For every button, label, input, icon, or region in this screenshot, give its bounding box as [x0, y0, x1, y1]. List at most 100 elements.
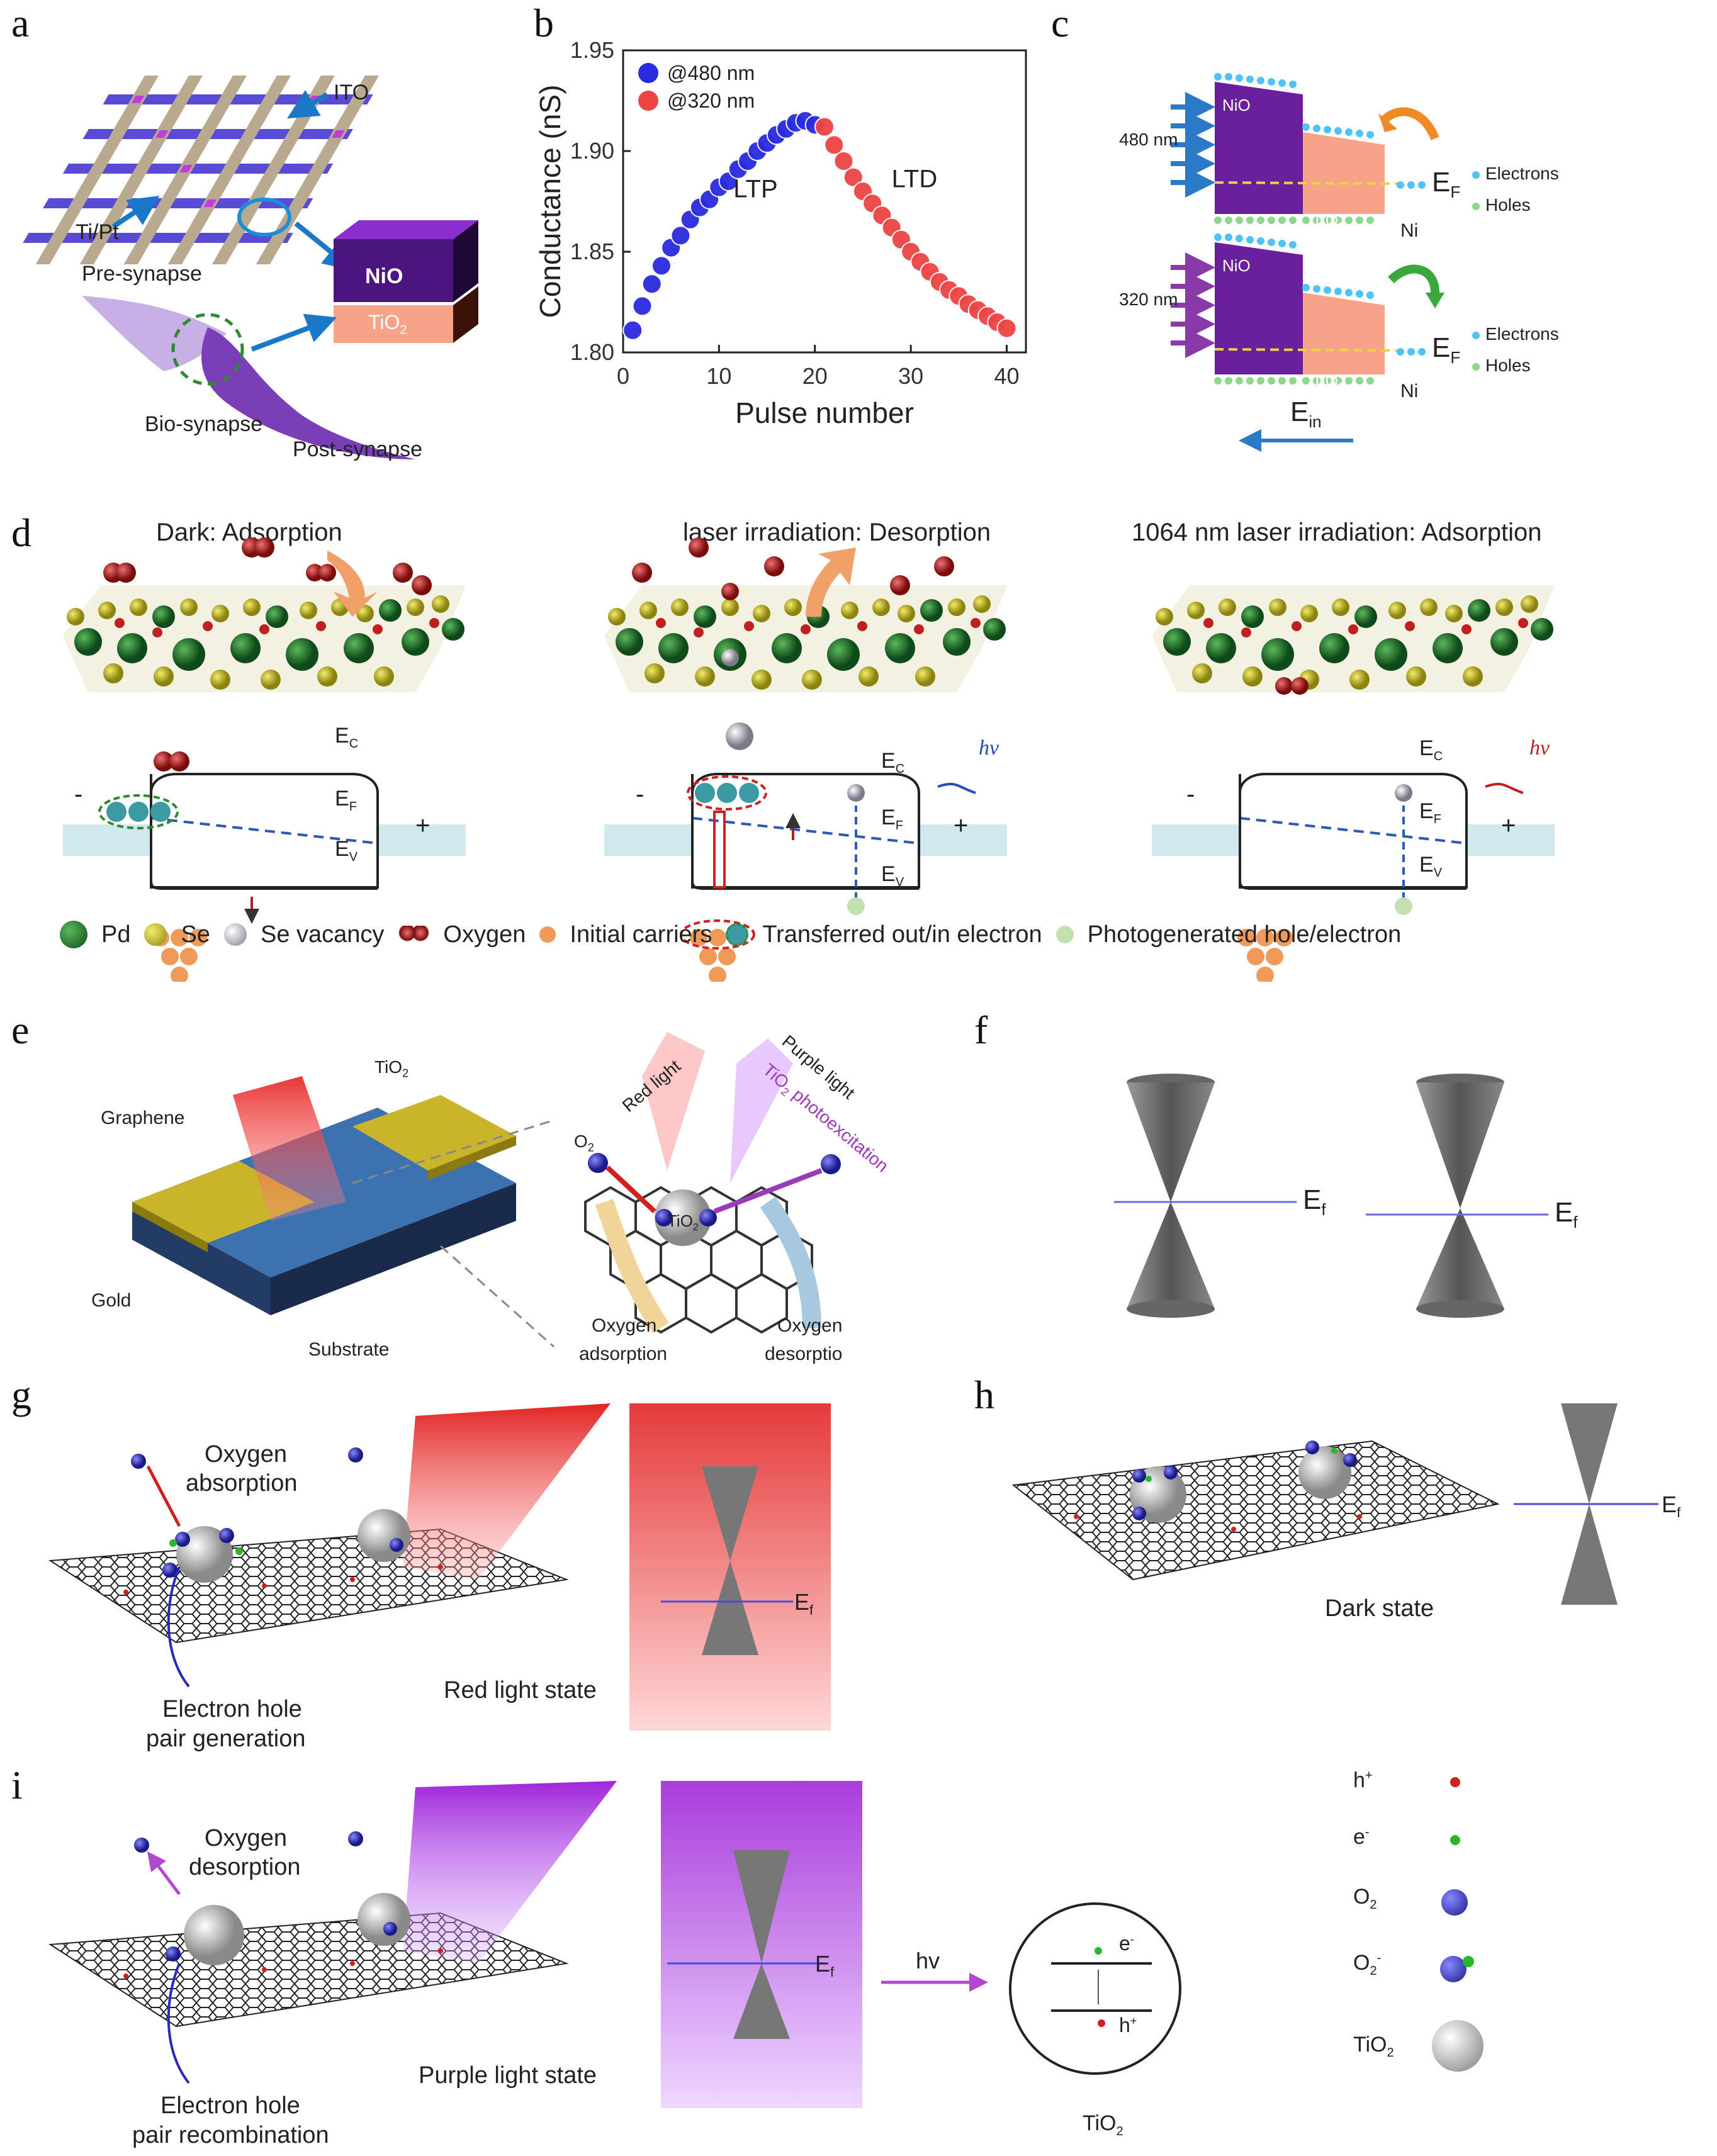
holes-bottom-label: Holes	[1485, 356, 1531, 375]
panel-f: Ef Ef	[982, 1019, 1712, 1347]
data-point-320nm	[843, 167, 864, 188]
d2-hv: hv	[979, 736, 999, 760]
d-title-1064: 1064 nm laser irradiation: Adsorption	[1132, 519, 1542, 546]
d3-plus: +	[1501, 812, 1516, 839]
tio2-top-label: TiO2	[1312, 211, 1344, 233]
data-point-480nm	[641, 274, 662, 295]
e-oxygen-ads-2: adsorption	[579, 1344, 668, 1364]
wavelength-320-label: 320 nm	[1119, 289, 1178, 309]
legend-se-vacancy: Se vacancy	[260, 921, 385, 948]
o2-minus-electron-icon	[1463, 1956, 1474, 1967]
dark-state-diagram	[1011, 1403, 1658, 1605]
g-state-label: Red light state	[444, 1677, 597, 1704]
h-state-label: Dark state	[1325, 1595, 1434, 1622]
e-gold-label: Gold	[91, 1290, 132, 1311]
o2-minus-icon	[1440, 1956, 1466, 1982]
ito-label: ITO	[334, 81, 369, 104]
e-oxygen-des-2: desorptio	[765, 1344, 843, 1364]
electron-icon	[1450, 1835, 1460, 1845]
nio-layer-label: NiO	[365, 264, 403, 288]
d1-ev: EV	[335, 837, 358, 864]
y-tick-label: 1.80	[570, 339, 614, 365]
data-point-320nm	[833, 151, 854, 171]
panel-label-g: g	[11, 1373, 31, 1417]
electrons-bottom-label: Electrons	[1485, 324, 1559, 344]
legend-electron-icon	[726, 923, 749, 946]
y-axis-label: Conductance (nS)	[534, 85, 566, 318]
panel-label-c: c	[1051, 1, 1069, 45]
i-em: e-	[1119, 1932, 1134, 1955]
ni-top-label: Ni	[1400, 220, 1419, 241]
panel-label-e: e	[11, 1008, 30, 1052]
panel-label-d: d	[11, 510, 31, 555]
legend-carriers-icon	[539, 926, 556, 943]
h-ef: Ef	[1662, 1491, 1681, 1521]
x-tick-label: 40	[994, 363, 1020, 389]
data-point-320nm	[814, 116, 835, 137]
legend-oxygen-icon	[398, 926, 430, 943]
d3-ef: EF	[1419, 799, 1441, 826]
y-tick-label: 1.85	[570, 239, 614, 264]
ef-top-label: EF	[1432, 167, 1461, 201]
nio-top-label: NiO	[1222, 96, 1251, 115]
holes-top-label: Holes	[1485, 195, 1531, 215]
x-tick-label: 0	[617, 363, 629, 389]
crossbar-array-diagram	[23, 76, 478, 459]
f-ef-left: Ef	[1303, 1184, 1326, 1219]
legend-pd-icon	[60, 921, 87, 948]
bio-synapse-label: Bio-synapse	[145, 412, 263, 436]
g-oxygen-1: Oxygen	[205, 1441, 287, 1468]
purple-light-state-diagram	[48, 1781, 1181, 2108]
species-legend: h+ e- O2 O2- TiO2	[1341, 1756, 1693, 2108]
d2-plus: +	[954, 812, 969, 839]
g-ehp-1: Electron hole	[162, 1696, 302, 1722]
i-oxygen-1: Oxygen	[205, 1825, 287, 1851]
d1-ef: EF	[335, 787, 357, 814]
surface-band-diagrams	[62, 537, 1556, 982]
annotation-ltp: LTP	[733, 176, 777, 203]
panel-a: ITO Ti/Pt Pre-synapse Bio-synapse Post-s…	[0, 0, 516, 478]
tipt-label: Ti/Pt	[76, 220, 119, 244]
i-oxygen-2: desorption	[189, 1854, 301, 1880]
legend-photo: Photogenerated hole/electron	[1087, 921, 1402, 948]
data-point-320nm	[824, 135, 845, 155]
panel-i: Oxygen desorption Purple light state Ele…	[0, 1762, 1259, 2152]
ni-bottom-label: Ni	[1400, 381, 1419, 401]
g-ef: Ef	[794, 1589, 814, 1619]
legend-se-vacancy-icon	[223, 923, 247, 946]
annotation-ltd: LTD	[892, 166, 938, 193]
g-oxygen-2: absorption	[186, 1470, 298, 1496]
i-ehp-1: Electron hole	[160, 2092, 300, 2119]
d3-ev: EV	[1419, 853, 1443, 880]
d1-plus: +	[415, 812, 431, 839]
y-tick-label: 1.95	[570, 38, 614, 63]
d2-minus: -	[636, 780, 645, 808]
d1-minus: -	[74, 780, 83, 808]
panel-label-b: b	[534, 1, 554, 45]
legend-photo-icon	[1056, 926, 1074, 943]
e-tio2-particle-label: TiO2	[667, 1211, 699, 1233]
legend-tio2: TiO2	[1353, 2033, 1394, 2060]
tio2-layer-label: TiO2	[368, 311, 407, 337]
d3-hv: hv	[1529, 736, 1550, 760]
legend-label-480nm: @480 nm	[667, 62, 755, 84]
legend-pd: Pd	[101, 921, 131, 948]
data-point-480nm	[632, 296, 653, 317]
g-ehp-2: pair generation	[146, 1726, 306, 1752]
data-point-480nm	[622, 320, 643, 340]
i-tio2: TiO2	[1083, 2111, 1123, 2138]
band-diagram-c	[1171, 73, 1480, 452]
i-hp: h+	[1119, 2014, 1137, 2036]
d2-ev: EV	[881, 862, 904, 889]
e-oxygen-des-1: Oxygen	[777, 1315, 843, 1336]
o2-icon	[1441, 1889, 1468, 1916]
d-legend: Pd Se Se vacancy Oxygen Initial carriers…	[60, 916, 1696, 953]
y-tick-label: 1.90	[570, 138, 614, 164]
i-ef: Ef	[815, 1951, 835, 1980]
plot-frame	[622, 49, 1027, 354]
panel-d: Dark: Adsorption laser irradiation: Deso…	[0, 503, 1717, 982]
legend-se: Se	[181, 921, 210, 948]
e-tio2-label: TiO2	[374, 1057, 409, 1080]
i-hv: hv	[916, 1948, 940, 1974]
